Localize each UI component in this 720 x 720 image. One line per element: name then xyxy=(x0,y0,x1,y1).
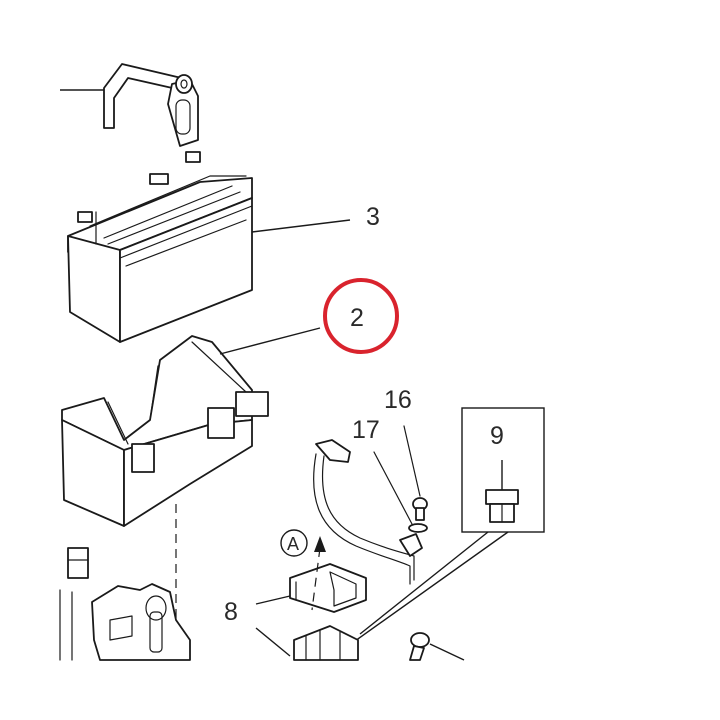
callout-fuse: 9 xyxy=(490,422,504,450)
washer xyxy=(373,451,428,533)
battery xyxy=(67,151,253,343)
connector-block xyxy=(59,547,191,661)
screw xyxy=(409,632,465,661)
bolt xyxy=(403,425,428,521)
arrow-up-icon xyxy=(314,536,326,552)
battery-tray xyxy=(61,335,269,527)
reference-circle xyxy=(280,529,308,557)
battery-cable xyxy=(313,439,423,585)
callout-bolt: 16 xyxy=(384,386,412,414)
highlight-circle xyxy=(323,278,399,354)
fuse-holder xyxy=(293,625,359,661)
fuse xyxy=(485,489,519,523)
fuse-cover xyxy=(289,563,367,613)
battery-hold-down-bracket xyxy=(60,63,199,147)
callout-battery-tray: 2 xyxy=(350,304,364,332)
callout-battery: 3 xyxy=(366,203,380,231)
reference-label: A xyxy=(287,534,299,554)
callout-washer: 17 xyxy=(352,416,380,444)
callout-fuse-cover: 8 xyxy=(224,598,238,626)
